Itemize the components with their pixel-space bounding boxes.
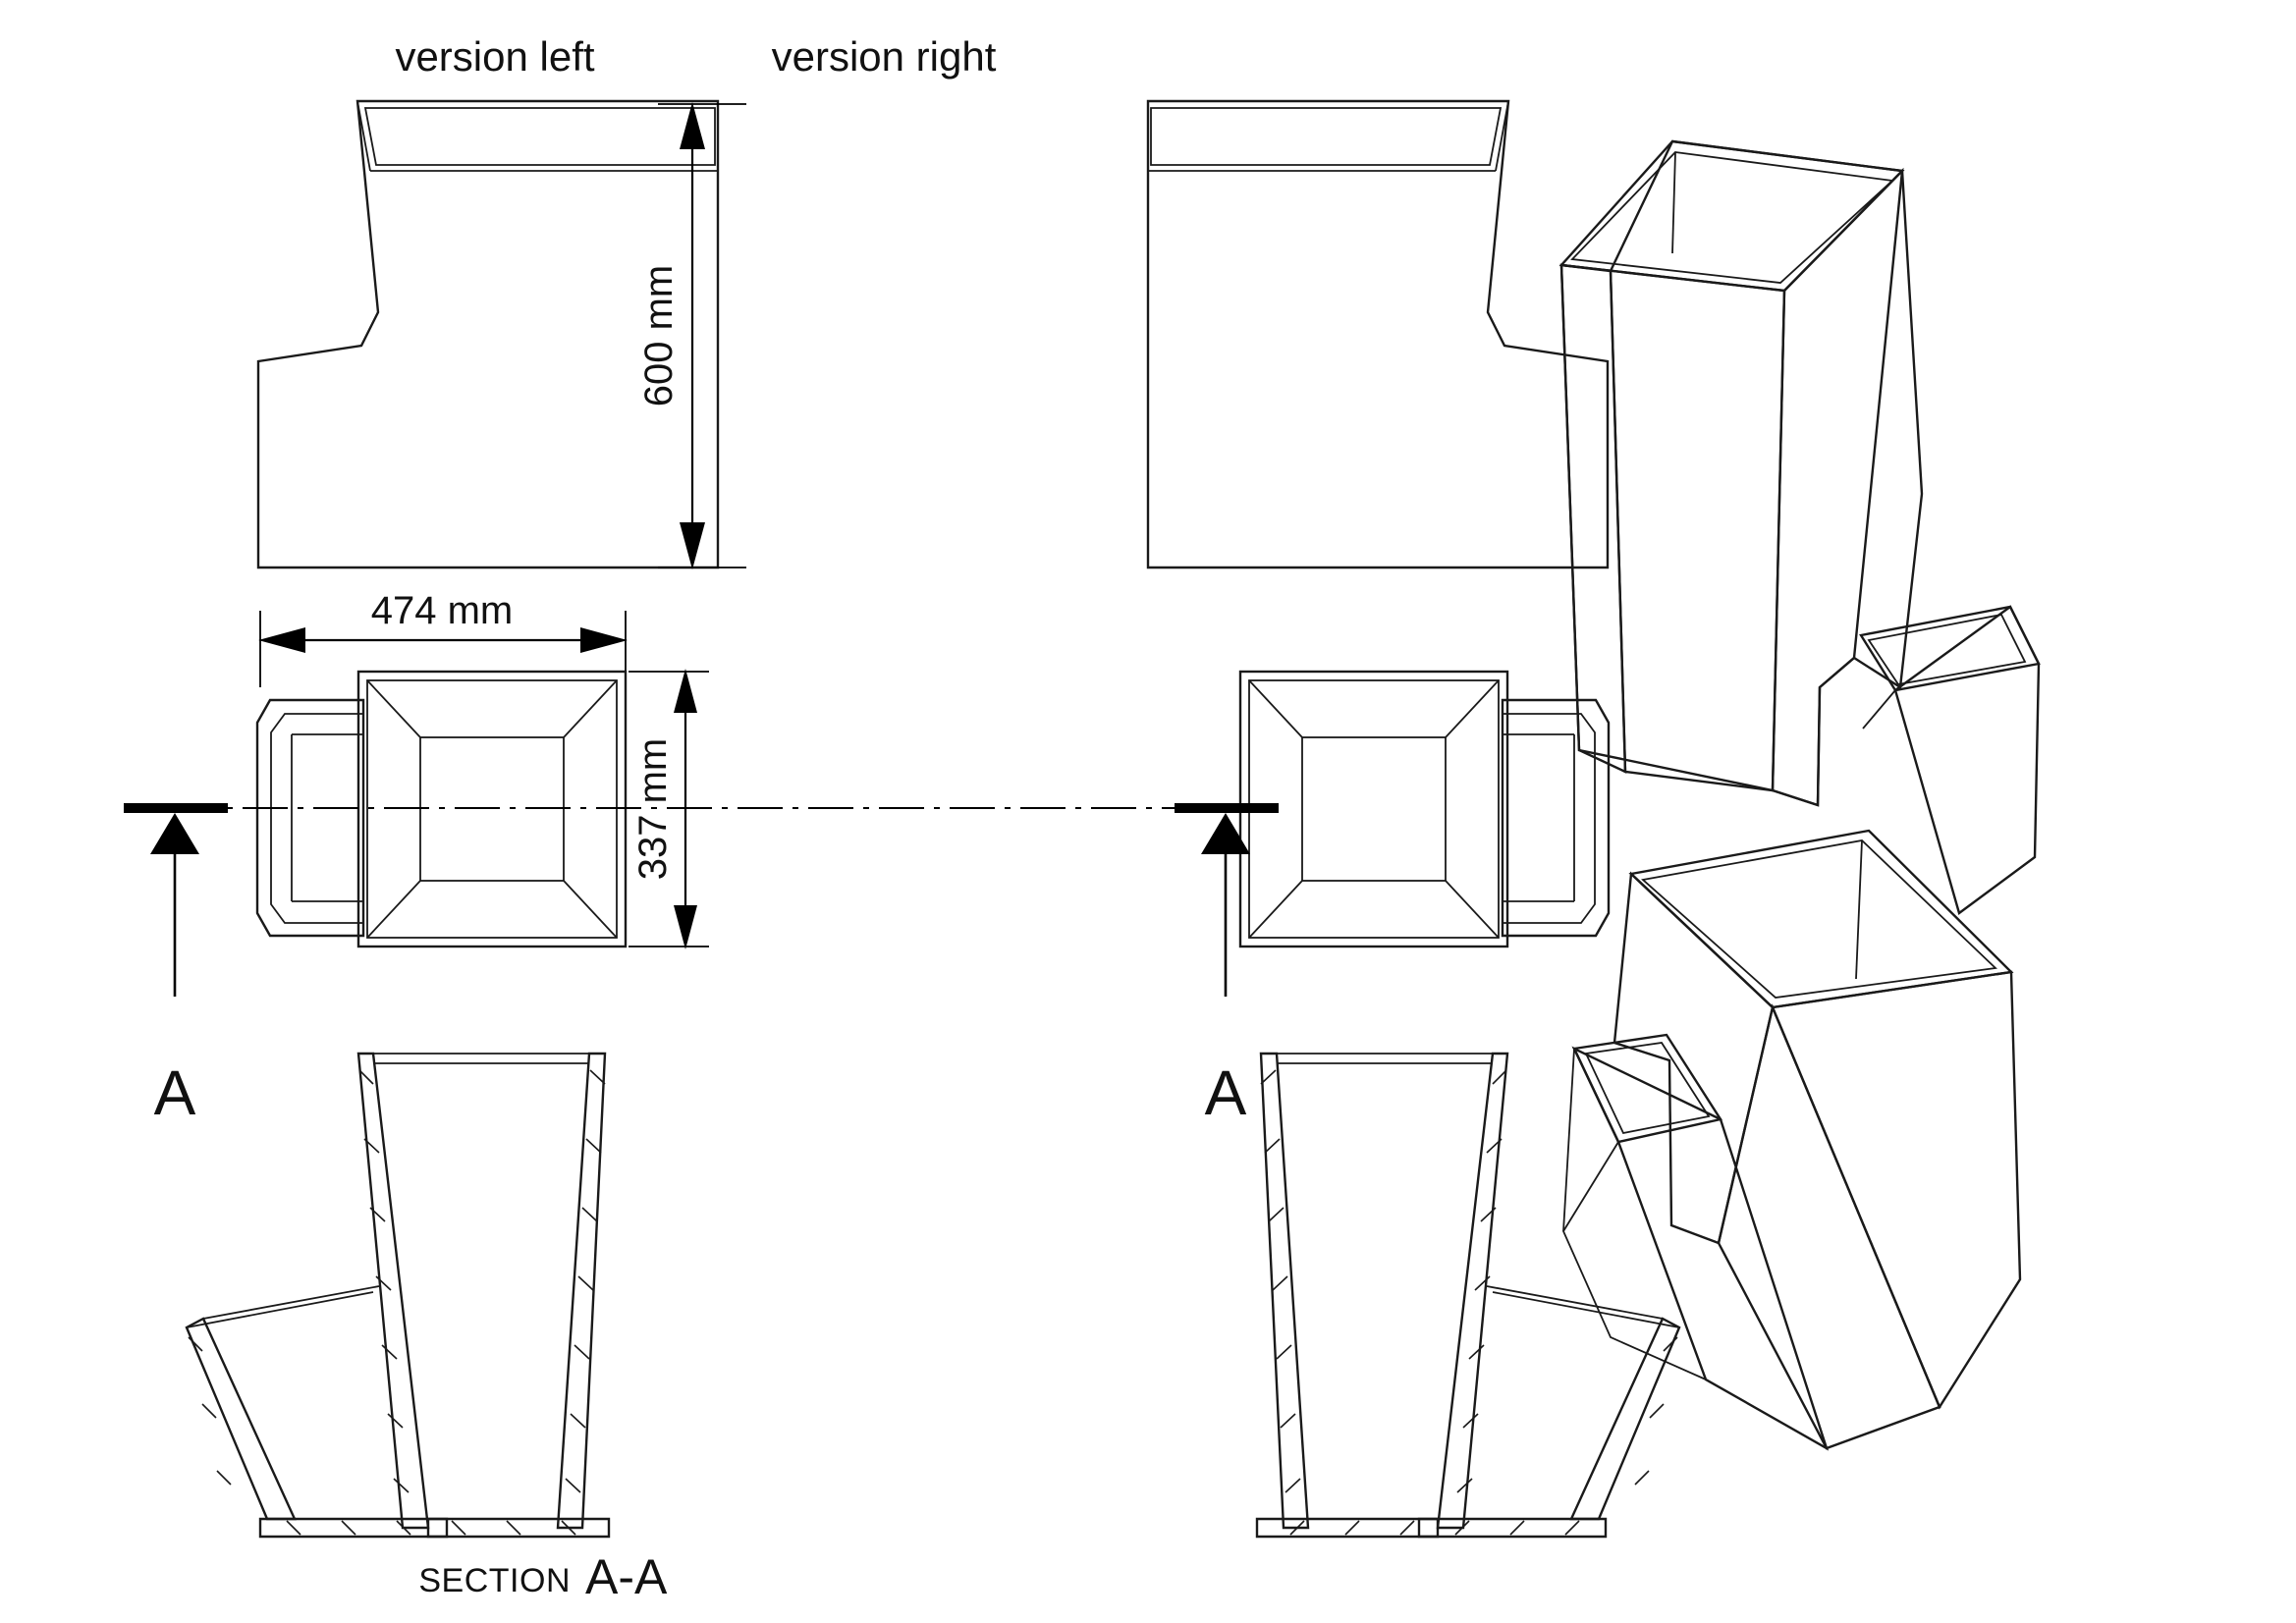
taper-fold-tl-right bbox=[1445, 679, 1500, 738]
arrowhead-down bbox=[680, 522, 705, 569]
section-shoulder-slant-inner-right bbox=[1486, 1285, 1664, 1320]
section-hatch-bottom-right bbox=[1289, 1520, 1580, 1536]
rim-side-edge-left bbox=[356, 100, 371, 172]
taper-fold-tl-left bbox=[366, 679, 421, 738]
taper-fold-br-left bbox=[563, 880, 618, 939]
arrowhead-right bbox=[580, 627, 628, 653]
section-bottom-flange-b-right bbox=[1255, 1517, 1440, 1539]
iso-upper-bottom-edge-a bbox=[1578, 749, 1626, 773]
plan-view-version-left bbox=[255, 670, 628, 948]
isometric-view-version-right bbox=[1561, 829, 2022, 1451]
taper-fold-bl-right bbox=[1445, 880, 1500, 939]
iso-lower-outlet-body bbox=[1571, 1046, 1830, 1451]
section-marker-right: A bbox=[1175, 803, 1279, 1128]
outlet-outer-left bbox=[255, 698, 365, 938]
section-hatch-outlet-wall-right bbox=[1634, 1336, 1678, 1486]
iso-lower-outlet-side-edge bbox=[1562, 1048, 1575, 1232]
taper-fold-tr-left bbox=[563, 679, 618, 738]
top-rim-inner-left bbox=[363, 107, 716, 166]
section-arrowhead-right bbox=[1201, 813, 1250, 854]
section-arrowhead-left bbox=[150, 813, 199, 854]
front-elevation-version-left bbox=[256, 99, 720, 569]
section-hatch-left-wall-right bbox=[1260, 1069, 1301, 1493]
section-shoulder-slant-inner-left bbox=[202, 1285, 380, 1320]
iso-upper-outlet-rim-inner bbox=[1867, 613, 2027, 685]
step-fold-line-left bbox=[360, 311, 379, 347]
rim-side-edge-right bbox=[1495, 100, 1509, 172]
section-view-version-right bbox=[1255, 1052, 1681, 1539]
isometric-view-version-left bbox=[1558, 139, 2041, 915]
view-label-version-left: version left bbox=[395, 33, 594, 80]
dimension-height-600mm: 600 mm bbox=[637, 102, 746, 569]
section-hatch-right-wall-right bbox=[1456, 1069, 1507, 1493]
arrowhead-up bbox=[680, 102, 705, 149]
section-hatch-bottom-left bbox=[286, 1520, 576, 1536]
iso-upper-step-face bbox=[1771, 167, 1904, 807]
arrowhead-depth-up bbox=[674, 669, 697, 713]
iso-lower-outlet-front-edge bbox=[1561, 1141, 1707, 1380]
outlet-outer-right bbox=[1501, 698, 1611, 938]
top-rim-inner-right bbox=[1150, 107, 1503, 166]
iso-lower-inner-back-edge bbox=[1855, 839, 1863, 980]
section-hatch-outlet-wall-left bbox=[188, 1336, 232, 1486]
section-hatch-right-wall-left bbox=[358, 1069, 410, 1493]
view-label-version-right: version right bbox=[772, 33, 997, 80]
section-marker-label-left: A bbox=[154, 1057, 196, 1128]
iso-lower-outlet-rim-inner bbox=[1584, 1042, 1711, 1135]
section-hatch-left-wall-left bbox=[565, 1069, 606, 1493]
iso-lower-step-inner-edge bbox=[1668, 1059, 1672, 1226]
section-shoulder-slant-outer-right bbox=[1492, 1291, 1680, 1328]
iso-lower-rim-inner bbox=[1641, 839, 1997, 999]
section-bottom-flange-b-left bbox=[426, 1517, 611, 1539]
arrowhead-left bbox=[258, 627, 305, 653]
iso-upper-outlet-body bbox=[1893, 605, 2041, 915]
outlet-inner-right bbox=[1502, 713, 1596, 924]
section-caption-prefix: SECTION bbox=[418, 1562, 571, 1599]
section-view-version-left bbox=[185, 1052, 611, 1539]
outlet-inner-left bbox=[270, 713, 364, 924]
step-fold-line-right bbox=[1487, 311, 1505, 347]
front-elevation-version-right bbox=[1146, 99, 1610, 569]
section-caption-name: A-A bbox=[585, 1549, 668, 1604]
section-marker-label-right: A bbox=[1205, 1057, 1247, 1128]
dimension-text-height: 600 mm bbox=[637, 265, 681, 407]
arrowhead-depth-down bbox=[674, 905, 697, 949]
iso-upper-inner-back-edge bbox=[1671, 151, 1676, 254]
section-shoulder-slant-outer-left bbox=[186, 1291, 374, 1328]
taper-fold-bl-left bbox=[366, 880, 421, 939]
section-caption: SECTION A-A bbox=[418, 1549, 668, 1604]
section-marker-left: A bbox=[124, 803, 228, 1128]
iso-upper-outlet-edge bbox=[1862, 689, 1896, 730]
iso-lower-step-top-edge bbox=[1613, 1042, 1670, 1061]
taper-fold-br-right bbox=[1248, 880, 1303, 939]
taper-fold-tr-right bbox=[1248, 679, 1303, 738]
hopper-bottom-opening-right bbox=[1301, 736, 1447, 882]
dimension-text-width: 474 mm bbox=[371, 589, 514, 632]
iso-upper-rim-inner bbox=[1570, 151, 1895, 284]
